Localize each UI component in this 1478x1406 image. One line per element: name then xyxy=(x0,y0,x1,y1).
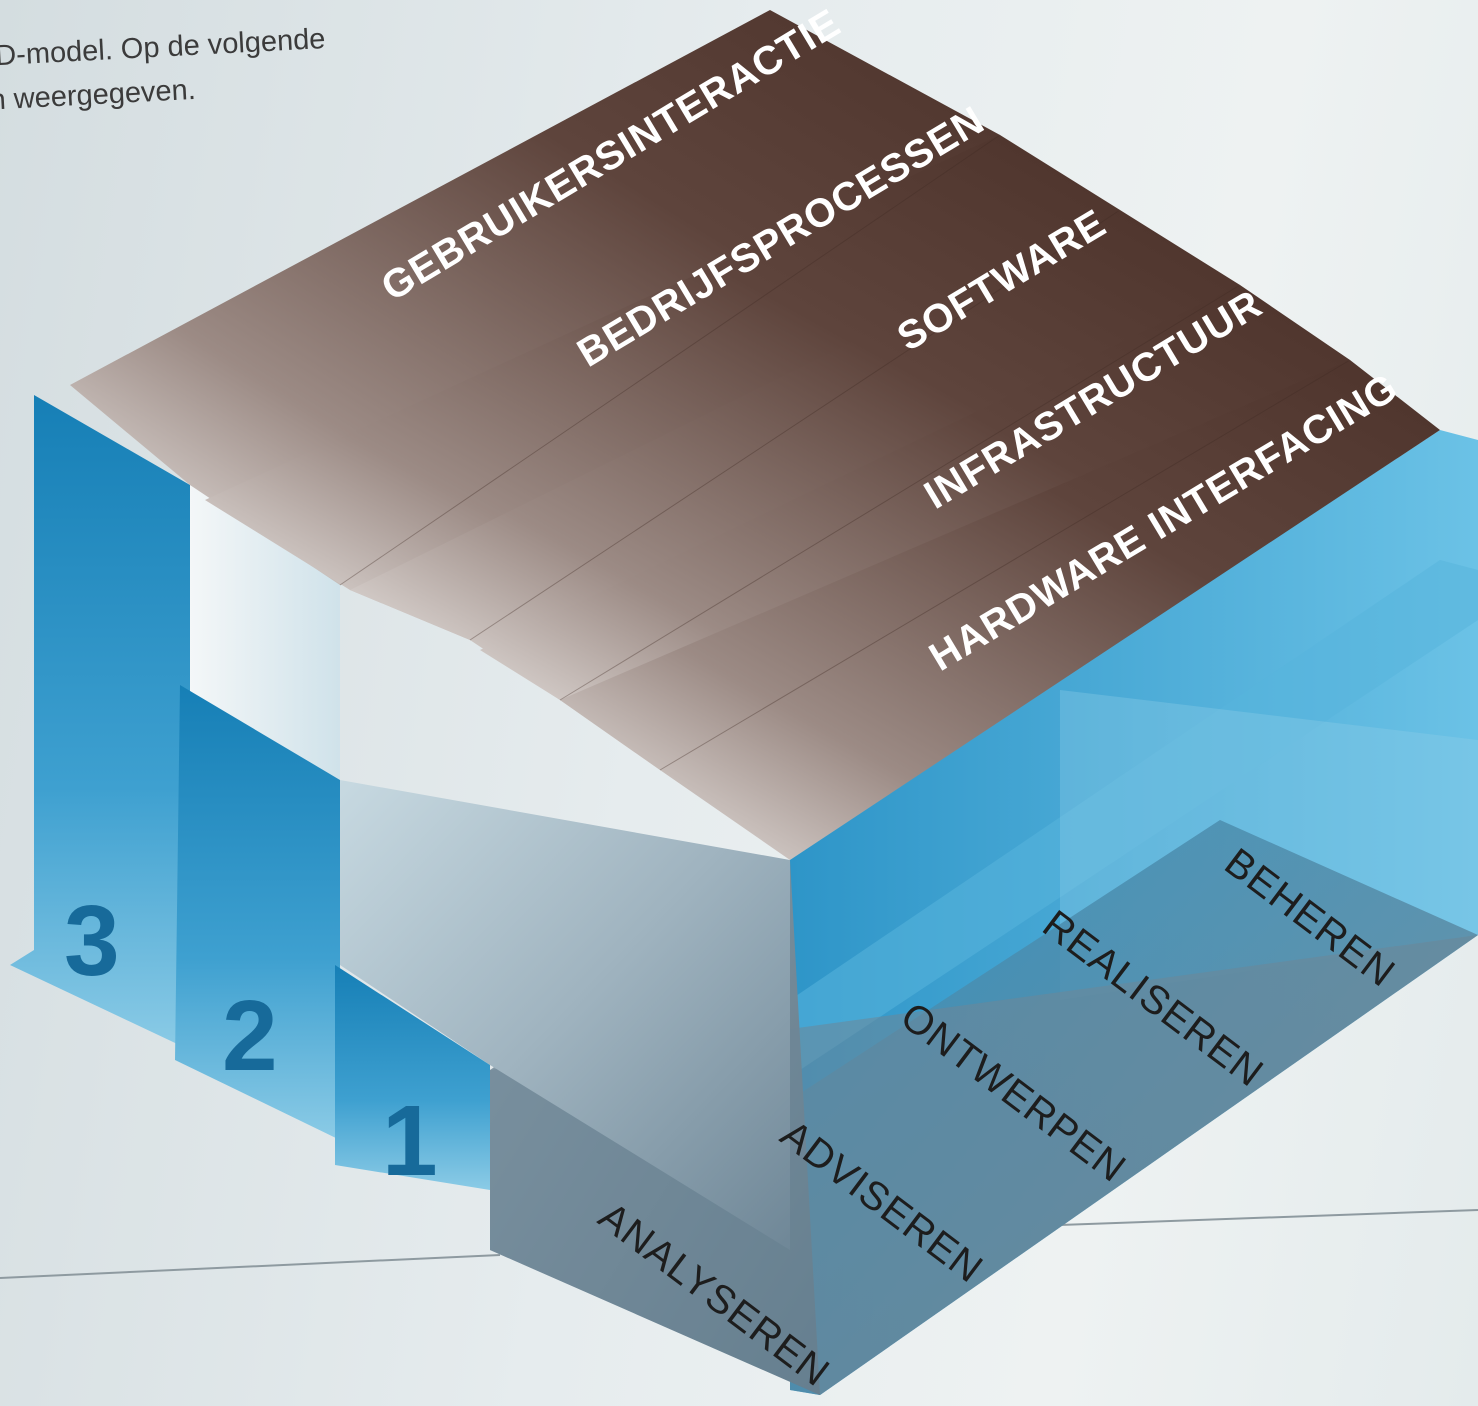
top-slab-dividers xyxy=(339,134,1351,771)
cube-right-face-row-2 xyxy=(790,560,1478,1070)
level-number-3: 3 xyxy=(64,885,120,997)
page-rule-left xyxy=(0,1254,501,1279)
level-2-column xyxy=(175,685,340,1140)
level-number-1: 1 xyxy=(382,1085,438,1197)
level-3-column xyxy=(10,395,190,1050)
top-slab-software xyxy=(350,210,1240,700)
level-1-column xyxy=(335,965,490,1190)
top-slab-hardware-interfacing xyxy=(560,360,1440,860)
page-rule-right xyxy=(1059,1209,1478,1226)
cube-front-panel xyxy=(340,780,790,1250)
top-slab-bedrijfsprocessen xyxy=(205,135,1120,640)
top-slab-gebruikersinteractie xyxy=(70,10,1000,585)
level-number-2: 2 xyxy=(222,980,278,1092)
